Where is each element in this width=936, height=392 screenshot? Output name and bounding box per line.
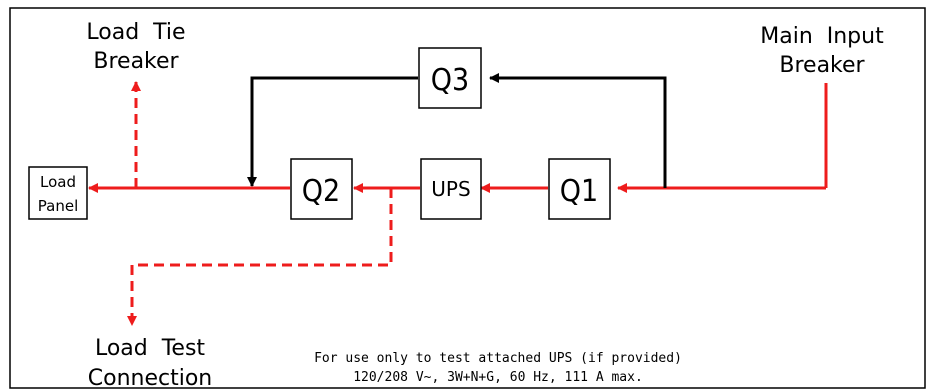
- q3-label: Q3: [431, 63, 469, 98]
- main-input-label-line1: Main Input: [760, 24, 884, 49]
- q1-label: Q1: [560, 174, 598, 209]
- usage-note-line2: 120/208 V~, 3W+N+G, 60 Hz, 111 A max.: [353, 370, 643, 385]
- load-panel-label-line1: Load: [40, 173, 76, 191]
- ups-label: UPS: [431, 177, 470, 201]
- load-tie-label-line2: Breaker: [93, 49, 179, 74]
- q1-breaker: Q1: [548, 158, 611, 220]
- load-tie-label-line1: Load Tie: [86, 20, 185, 45]
- load-panel: Load Panel: [28, 166, 88, 220]
- q3-breaker: Q3: [418, 47, 482, 109]
- load-test-label-line2: Connection: [88, 366, 212, 391]
- bypass-path-up: [489, 73, 667, 188]
- q2-label: Q2: [302, 174, 340, 209]
- q2-breaker: Q2: [290, 158, 353, 220]
- main-input-label-line2: Breaker: [779, 53, 865, 78]
- usage-note-line1: For use only to test attached UPS (if pr…: [314, 351, 682, 366]
- load-test-dashed-path: [127, 188, 393, 326]
- bypass-path-down: [247, 76, 418, 187]
- load-panel-label-line2: Panel: [38, 197, 78, 215]
- ups-unit: UPS: [420, 158, 482, 220]
- load-test-label-line1: Load Test: [95, 336, 205, 361]
- outer-frame: [9, 7, 926, 389]
